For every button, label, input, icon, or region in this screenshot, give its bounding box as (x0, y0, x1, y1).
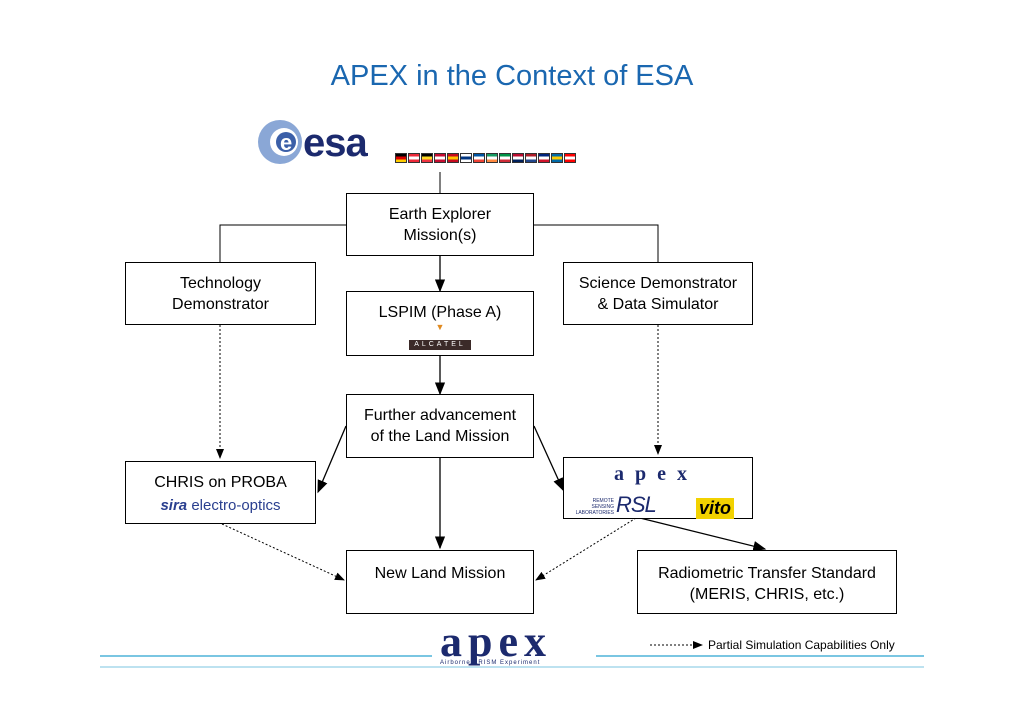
member-state-flags (395, 153, 576, 163)
new-land-mission-box: New Land Mission (346, 550, 534, 614)
lspim-box: LSPIM (Phase A) ▼ ALCATEL (346, 291, 534, 356)
page-title: APEX in the Context of ESA (330, 60, 694, 92)
flag-icon (512, 153, 524, 163)
flag-icon (538, 153, 550, 163)
further-advancement-box: Further advancement of the Land Mission (346, 394, 534, 458)
legend: Partial Simulation Capabilities Only (648, 638, 895, 652)
flag-icon (473, 153, 485, 163)
rsl-logo: RSL (616, 492, 657, 517)
alcatel-triangle-icon: ▼ (435, 322, 445, 332)
apex-partners-box: a p e x REMOTE SENSING LABORATORIES RSL … (563, 457, 753, 519)
earth-to-technology-line (219, 224, 346, 262)
earth-explorer-box: Earth Explorer Mission(s) (346, 193, 534, 256)
earth-to-science-line (534, 224, 659, 262)
esa-logo: e esa (255, 115, 645, 175)
alcatel-logo: ALCATEL (409, 340, 471, 350)
dotted-chris-to-newland (221, 523, 345, 581)
footer-apex-subtitle: Airborne PRISM Experiment (440, 660, 541, 666)
flag-icon (460, 153, 472, 163)
flag-icon (499, 153, 511, 163)
science-demonstrator-label: Science Demonstrator & Data Simulator (578, 275, 738, 313)
arrow-further-to-chris (317, 425, 347, 494)
apex-logo: a p e x (614, 463, 690, 485)
further-advancement-label: Further advancement of the Land Mission (363, 407, 517, 445)
flag-icon (408, 153, 420, 163)
rsl-small-text: REMOTE SENSING LABORATORIES (575, 498, 614, 516)
radiometric-transfer-label: Radiometric Transfer Standard (MERIS, CH… (658, 565, 876, 603)
technology-demonstrator-label: Technology Demonstrator (172, 275, 269, 313)
svg-text:e: e (280, 130, 292, 155)
new-land-mission-label: New Land Mission (374, 565, 506, 582)
science-demonstrator-box: Science Demonstrator & Data Simulator (563, 262, 753, 325)
flag-icon (486, 153, 498, 163)
flag-icon (564, 153, 576, 163)
dotted-apex-to-newland (535, 517, 637, 581)
radiometric-transfer-box: Radiometric Transfer Standard (MERIS, CH… (637, 550, 897, 614)
technology-demonstrator-box: Technology Demonstrator (125, 262, 316, 325)
chris-proba-box: CHRIS on PROBA sira electro-optics (125, 461, 316, 524)
arrow-apex-to-radiometric (639, 517, 767, 552)
footer-apex-logo: apex Airborne PRISM Experiment (440, 617, 600, 672)
esa-wordmark: esa (303, 121, 368, 165)
flag-icon (434, 153, 446, 163)
flag-icon (551, 153, 563, 163)
vito-logo: vito (696, 498, 735, 519)
chris-proba-label: CHRIS on PROBA (154, 474, 287, 491)
sira-logo: sira electro-optics (160, 497, 281, 514)
footer-apex-wordmark: apex (440, 617, 552, 666)
flag-icon (395, 153, 407, 163)
flag-icon (447, 153, 459, 163)
flag-icon (525, 153, 537, 163)
arrow-further-to-apex (533, 425, 564, 492)
flag-icon (421, 153, 433, 163)
earth-explorer-label: Earth Explorer Mission(s) (388, 206, 492, 244)
lspim-label: LSPIM (Phase A) (378, 304, 502, 321)
esa-globe-icon: e (258, 120, 302, 164)
legend-label: Partial Simulation Capabilities Only (708, 638, 895, 652)
